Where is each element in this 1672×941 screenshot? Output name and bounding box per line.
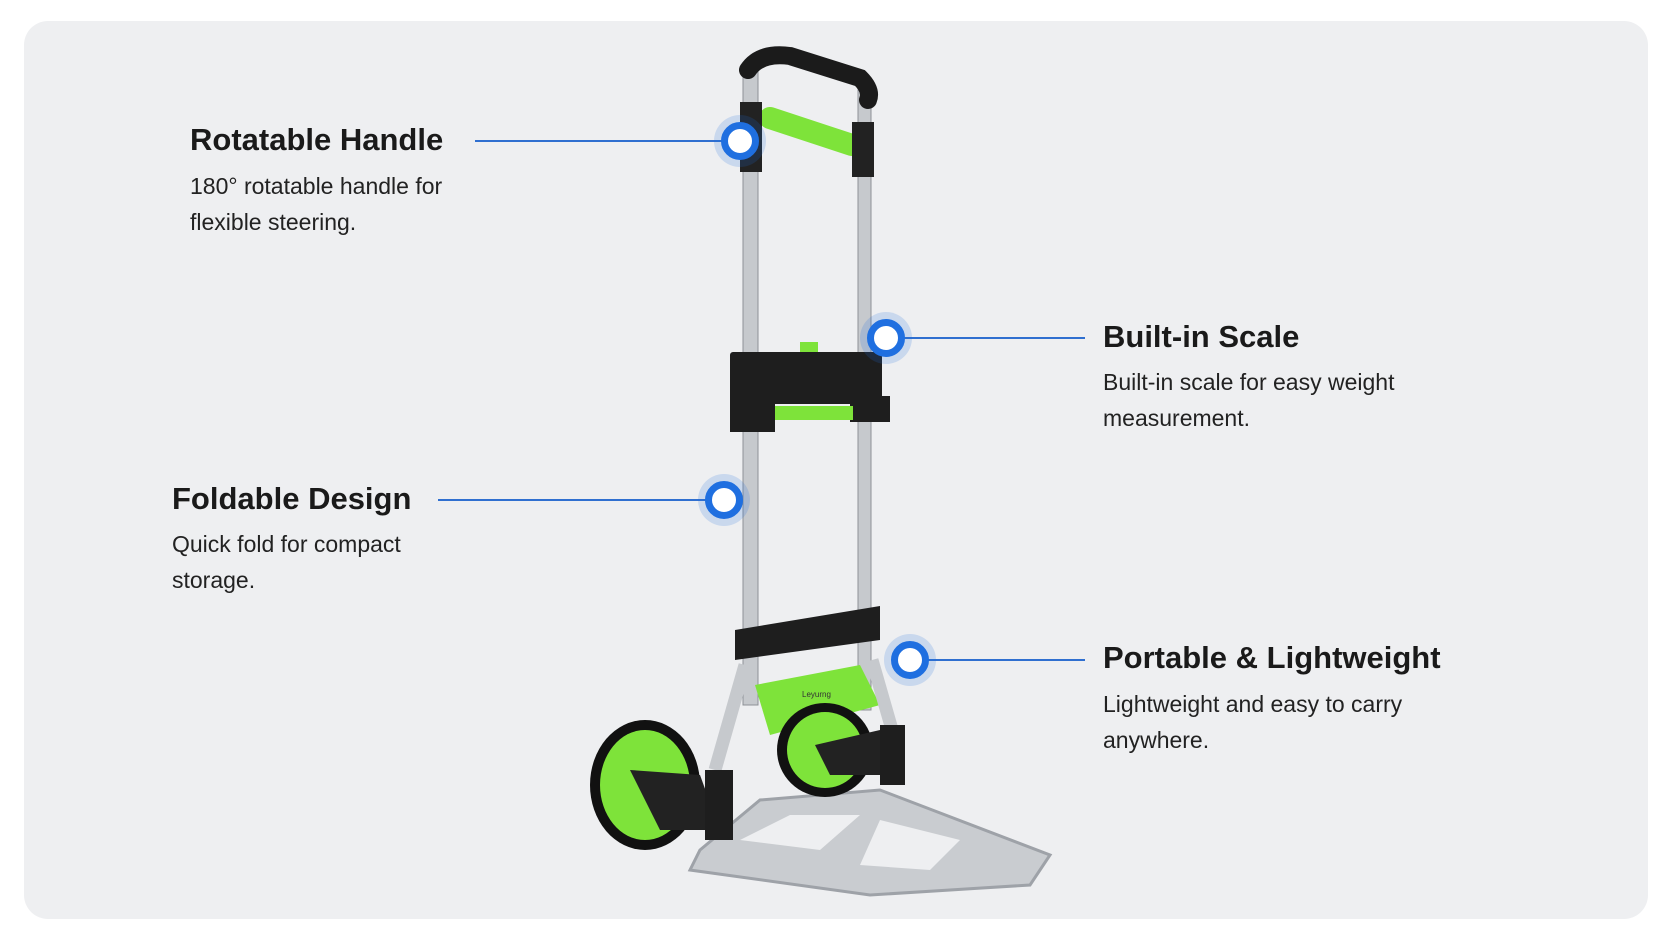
feature-desc-rotatable-handle: 180° rotatable handle for flexible steer… xyxy=(190,173,443,235)
feature-desc-foldable-design: Quick fold for compact storage. xyxy=(172,531,401,593)
feature-title-built-in-scale: Built-in Scale xyxy=(1103,319,1300,354)
callout-line-built-in-scale xyxy=(886,337,1085,339)
brand-logo: Leyurng xyxy=(802,690,831,699)
callout-line-rotatable-handle xyxy=(475,140,740,142)
hotspot-rotatable-handle[interactable] xyxy=(721,122,759,160)
feature-desc-portable-lightweight: Lightweight and easy to carry anywhere. xyxy=(1103,691,1403,753)
feature-title-portable-lightweight: Portable & Lightweight xyxy=(1103,640,1441,675)
callout-line-foldable-design xyxy=(438,499,724,501)
hotspot-foldable-design[interactable] xyxy=(705,481,743,519)
hotspot-portable-lightweight[interactable] xyxy=(891,641,929,679)
callout-line-portable-lightweight xyxy=(910,659,1085,661)
hotspot-built-in-scale[interactable] xyxy=(867,319,905,357)
feature-title-foldable-design: Foldable Design xyxy=(172,481,412,516)
feature-title-rotatable-handle: Rotatable Handle xyxy=(190,122,444,157)
feature-desc-built-in-scale: Built-in scale for easy weight measureme… xyxy=(1103,369,1395,431)
